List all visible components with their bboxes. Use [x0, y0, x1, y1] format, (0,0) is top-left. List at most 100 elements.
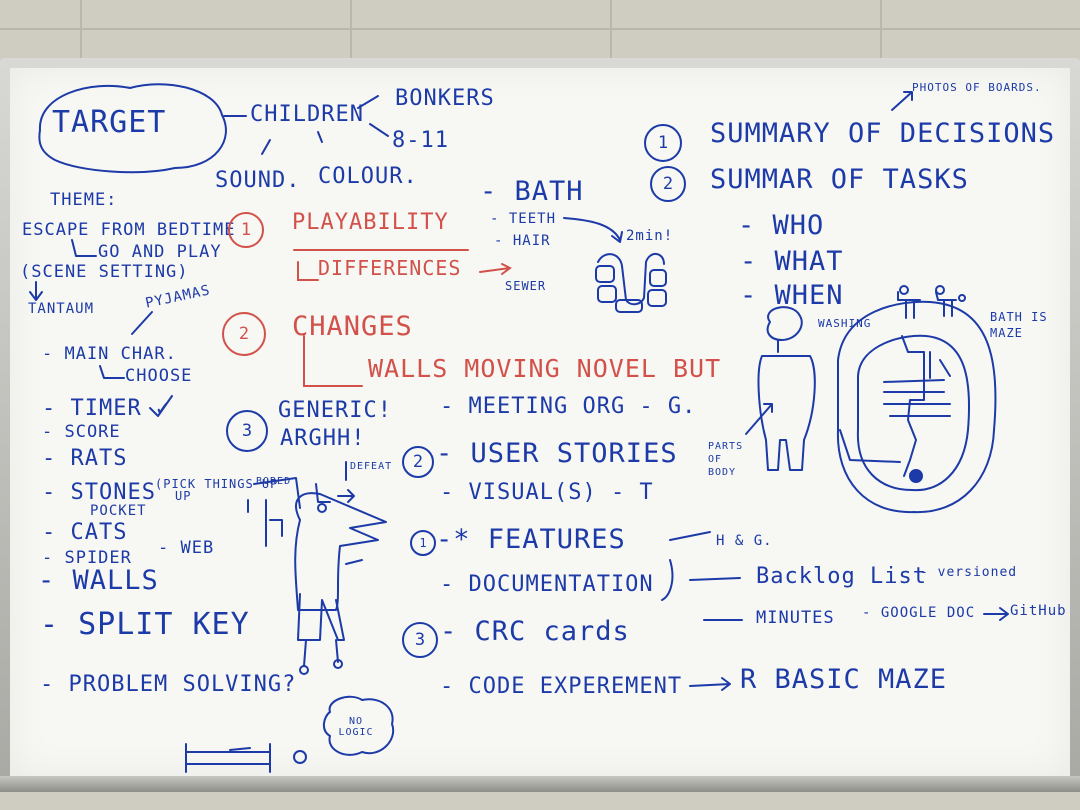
list-item: - PROBLEM SOLVING?: [40, 672, 297, 697]
changes-label: CHANGES: [292, 311, 413, 342]
no-logic-label: NO LOGIC: [338, 716, 374, 738]
arrow: [983, 607, 1009, 621]
whiteboard: [10, 68, 1070, 776]
summary-decisions-label: SUMMARY OF DECISIONS: [710, 118, 1056, 149]
list-item: - SPIDER: [42, 548, 132, 568]
theme-label: THEME:: [50, 190, 118, 210]
teeth-doodle: [597, 253, 665, 306]
shower-icon: [897, 291, 921, 319]
escape-label: ESCAPE FROM BEDTIME: [22, 220, 236, 240]
connector-line: [261, 139, 271, 155]
list-item: - STONES: [42, 480, 156, 505]
arrow: [479, 263, 512, 275]
web-label: - WEB: [158, 538, 215, 558]
priority-number: 2: [222, 312, 266, 356]
meeting-org-label: - MEETING ORG - G.: [440, 394, 697, 419]
walls-moving-label: WALLS MOVING NOVEL BUT: [368, 354, 722, 383]
marker-tray: [0, 776, 1080, 792]
versioned-label: - versioned: [920, 565, 1018, 580]
arrow: [297, 261, 319, 281]
connector-line: [661, 559, 674, 601]
list-item: - SCORE: [42, 422, 121, 442]
connector-line: [669, 531, 711, 541]
connector-line: [689, 577, 741, 581]
what-label: - WHAT: [740, 246, 844, 277]
arrow: [71, 239, 97, 257]
google-doc-label: - GOOGLE DOC: [862, 605, 976, 621]
when-label: - WHEN: [740, 280, 844, 311]
pick-things-up-tail: UP: [175, 489, 192, 503]
who-label: - WHO: [738, 210, 825, 241]
minutes-label: MINUTES: [756, 608, 835, 628]
priority-number: 1: [228, 212, 264, 248]
scene-setting-label: (SCENE SETTING): [20, 262, 189, 282]
arrow: [891, 91, 913, 111]
documentation-label: - DOCUMENTATION: [440, 572, 654, 597]
user-stories-label: - USER STORIES: [436, 438, 678, 469]
crc-label: - CRC cards: [440, 616, 630, 647]
character-doodle: [294, 492, 387, 611]
connector-line: [369, 123, 389, 137]
no-logic-cloud: [323, 695, 395, 756]
github-label: GitHub: [1010, 603, 1067, 619]
code-label: - CODE EXPEREMENT: [440, 674, 683, 699]
parts-of-body-label: PARTS OF BODY: [708, 441, 744, 478]
target-cloud-outline: [38, 83, 227, 174]
priority-number: 2: [402, 446, 434, 478]
priority-number: 1: [410, 530, 436, 556]
hg-label: H & G.: [716, 533, 773, 549]
arrow: [303, 335, 363, 387]
arrow: [99, 365, 125, 379]
bath-maze-outline: [836, 300, 997, 514]
basic-maze-label: R BASIC MAZE: [740, 664, 948, 695]
wall-mortar-line: [610, 0, 612, 58]
arrow: [689, 677, 731, 691]
generic-label: GENERIC!: [278, 398, 392, 423]
connector-line: [357, 95, 379, 109]
bath-label: - BATH: [480, 176, 584, 207]
scale-doodle: [185, 743, 271, 773]
arrow: [745, 403, 773, 435]
wall-mortar-line: [880, 0, 882, 58]
visuals-label: - VISUAL(S) - T: [440, 480, 654, 505]
two-min-label: 2min!: [626, 228, 674, 244]
target-heading: TARGET: [52, 105, 167, 140]
connector-line: [317, 131, 323, 143]
photos-label: PHOTOS OF BOARDS.: [912, 81, 1042, 94]
connector-line: [131, 311, 153, 335]
list-item: - SPLIT KEY: [40, 607, 250, 642]
priority-number: 3: [402, 622, 438, 658]
bored-doodle: [247, 477, 301, 547]
list-item: - CATS: [42, 520, 128, 545]
arghh-label: ARGHH!: [280, 426, 366, 451]
body-diagram: [766, 306, 803, 341]
wall-mortar-line: [350, 0, 352, 58]
defeat-label: DEFEAT: [350, 461, 393, 472]
sewer-label: SEWER: [505, 279, 547, 293]
check-icon: [149, 395, 173, 417]
wall-mortar-line: [80, 0, 82, 58]
colour-label: COLOUR.: [318, 164, 418, 189]
defeat-doodle: [315, 461, 355, 503]
bath-maze-label: BATH IS MAZE: [990, 310, 1048, 340]
washing-label: WASHING: [818, 317, 872, 330]
bonkers-label: BONKERS: [395, 86, 495, 111]
wall-mortar-line: [0, 28, 1080, 30]
main-char-label: - MAIN CHAR.: [42, 344, 177, 364]
summary-tasks-label: SUMMAR OF TASKS: [710, 164, 969, 195]
shower-icon: [935, 291, 957, 317]
choose-label: CHOOSE: [125, 366, 193, 386]
age-label: 8-11: [392, 128, 449, 153]
differences-label: DIFFERENCES: [318, 256, 462, 280]
list-item: POCKET: [90, 503, 147, 519]
list-item: - TIMER ✓: [42, 396, 171, 421]
features-label: -* FEATURES: [436, 524, 626, 555]
priority-number: 1: [644, 124, 682, 162]
playability-label: PLAYABILITY: [292, 210, 449, 235]
priority-number: 2: [650, 166, 686, 202]
arrow: [563, 217, 623, 243]
teeth-label: - TEETH: [490, 211, 557, 227]
go-play-label: GO AND PLAY: [98, 242, 222, 262]
list-item: - RATS: [42, 446, 128, 471]
